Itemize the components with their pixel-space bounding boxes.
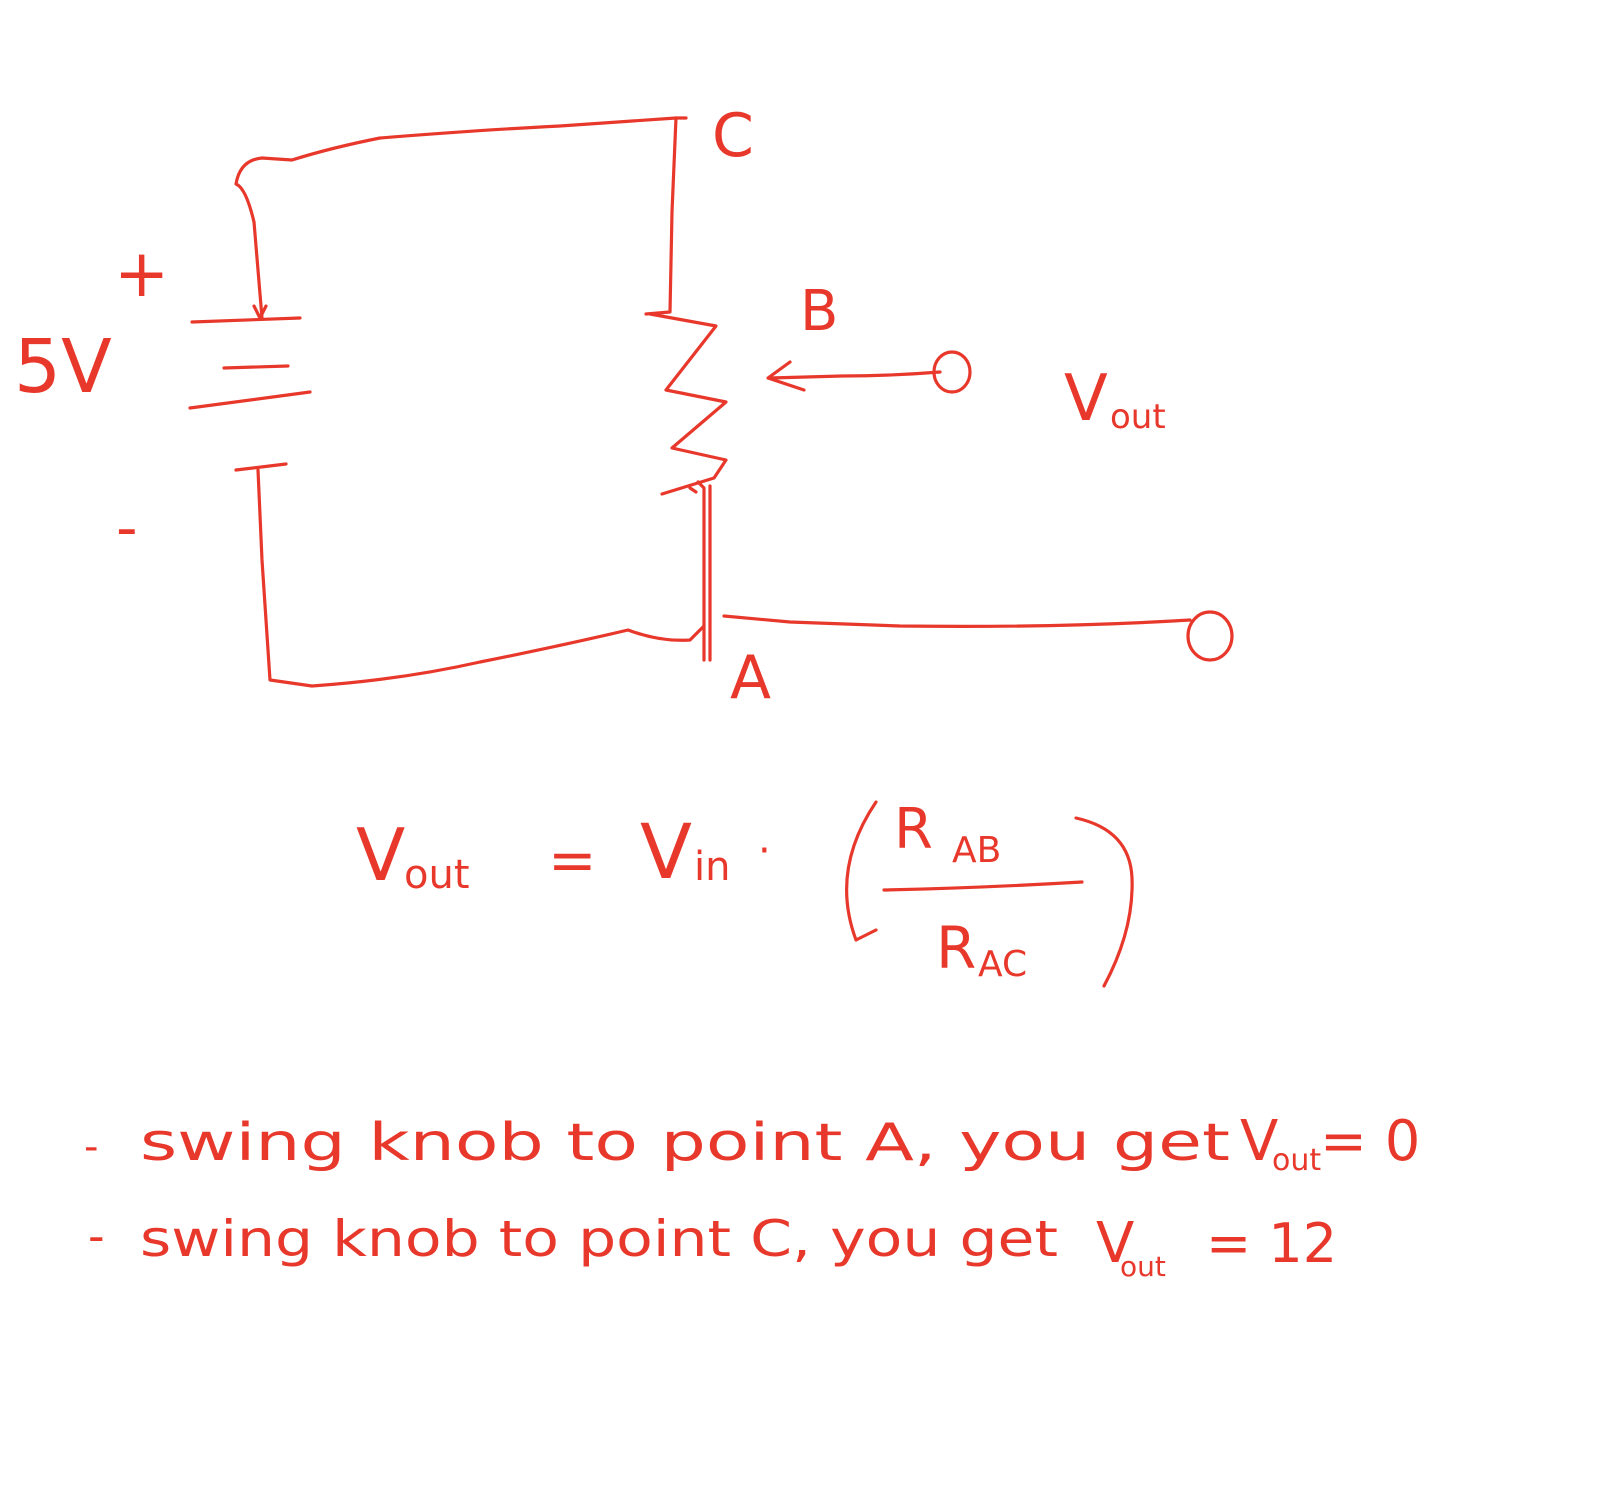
note-2-v-sub: out [1120, 1250, 1166, 1283]
formula-lhs-main: V [356, 813, 405, 897]
node-a-label: A [730, 643, 771, 713]
formula-vin-sub: in [694, 844, 730, 890]
formula-dot: · [758, 828, 771, 874]
formula-lhs-sub: out [404, 852, 470, 898]
terminal-b [932, 350, 972, 394]
numerator-main: R [894, 797, 933, 862]
battery-plate-3 [188, 390, 312, 410]
wiper-arrow-line [768, 370, 942, 380]
formula-equals: = [548, 826, 597, 894]
terminal-a [1186, 610, 1234, 662]
note-2-bullet: - [88, 1209, 105, 1263]
note-2-v-main: V [1096, 1211, 1134, 1276]
battery-plate-1 [190, 316, 302, 324]
source-voltage-label: 5V [14, 324, 112, 410]
vout-label-main: V [1064, 362, 1108, 436]
note-1-v-main: V [1240, 1109, 1278, 1174]
resistor-to-a-wire [688, 480, 712, 662]
note-1-bullet: - [84, 1124, 98, 1170]
note-2: - swing knob to point C, you get V out =… [88, 1209, 1337, 1283]
note-1: - swing knob to point A, you get V out =… [84, 1109, 1420, 1178]
wiper-arrow-head [766, 360, 806, 392]
left-wire [256, 468, 706, 688]
denominator-sub: AC [978, 944, 1027, 985]
denominator-main: R [936, 914, 976, 982]
top-wire [234, 116, 688, 320]
battery-plate-4 [234, 462, 288, 472]
note-1-text: swing knob to point A, you get [140, 1113, 1230, 1173]
right-wire-upper [644, 116, 678, 316]
left-paren [845, 800, 878, 942]
note-2-value: = 12 [1206, 1212, 1337, 1275]
vout-label-sub: out [1110, 397, 1166, 437]
note-2-text: swing knob to point C, you get [140, 1210, 1058, 1268]
note-1-v-sub: out [1272, 1143, 1321, 1178]
fraction-bar [882, 880, 1084, 892]
node-b-label: B [800, 279, 838, 344]
output-wire-a [722, 614, 1192, 628]
formula-vin-main: V [640, 807, 692, 896]
resistor-zigzag [648, 312, 728, 496]
minus-label: - [116, 493, 138, 563]
node-c-label: C [712, 101, 754, 171]
note-1-value: = 0 [1320, 1109, 1420, 1174]
battery-plate-2 [222, 364, 290, 370]
plus-label: + [114, 235, 169, 312]
numerator-sub: AB [952, 830, 1001, 871]
right-paren [1074, 816, 1134, 988]
